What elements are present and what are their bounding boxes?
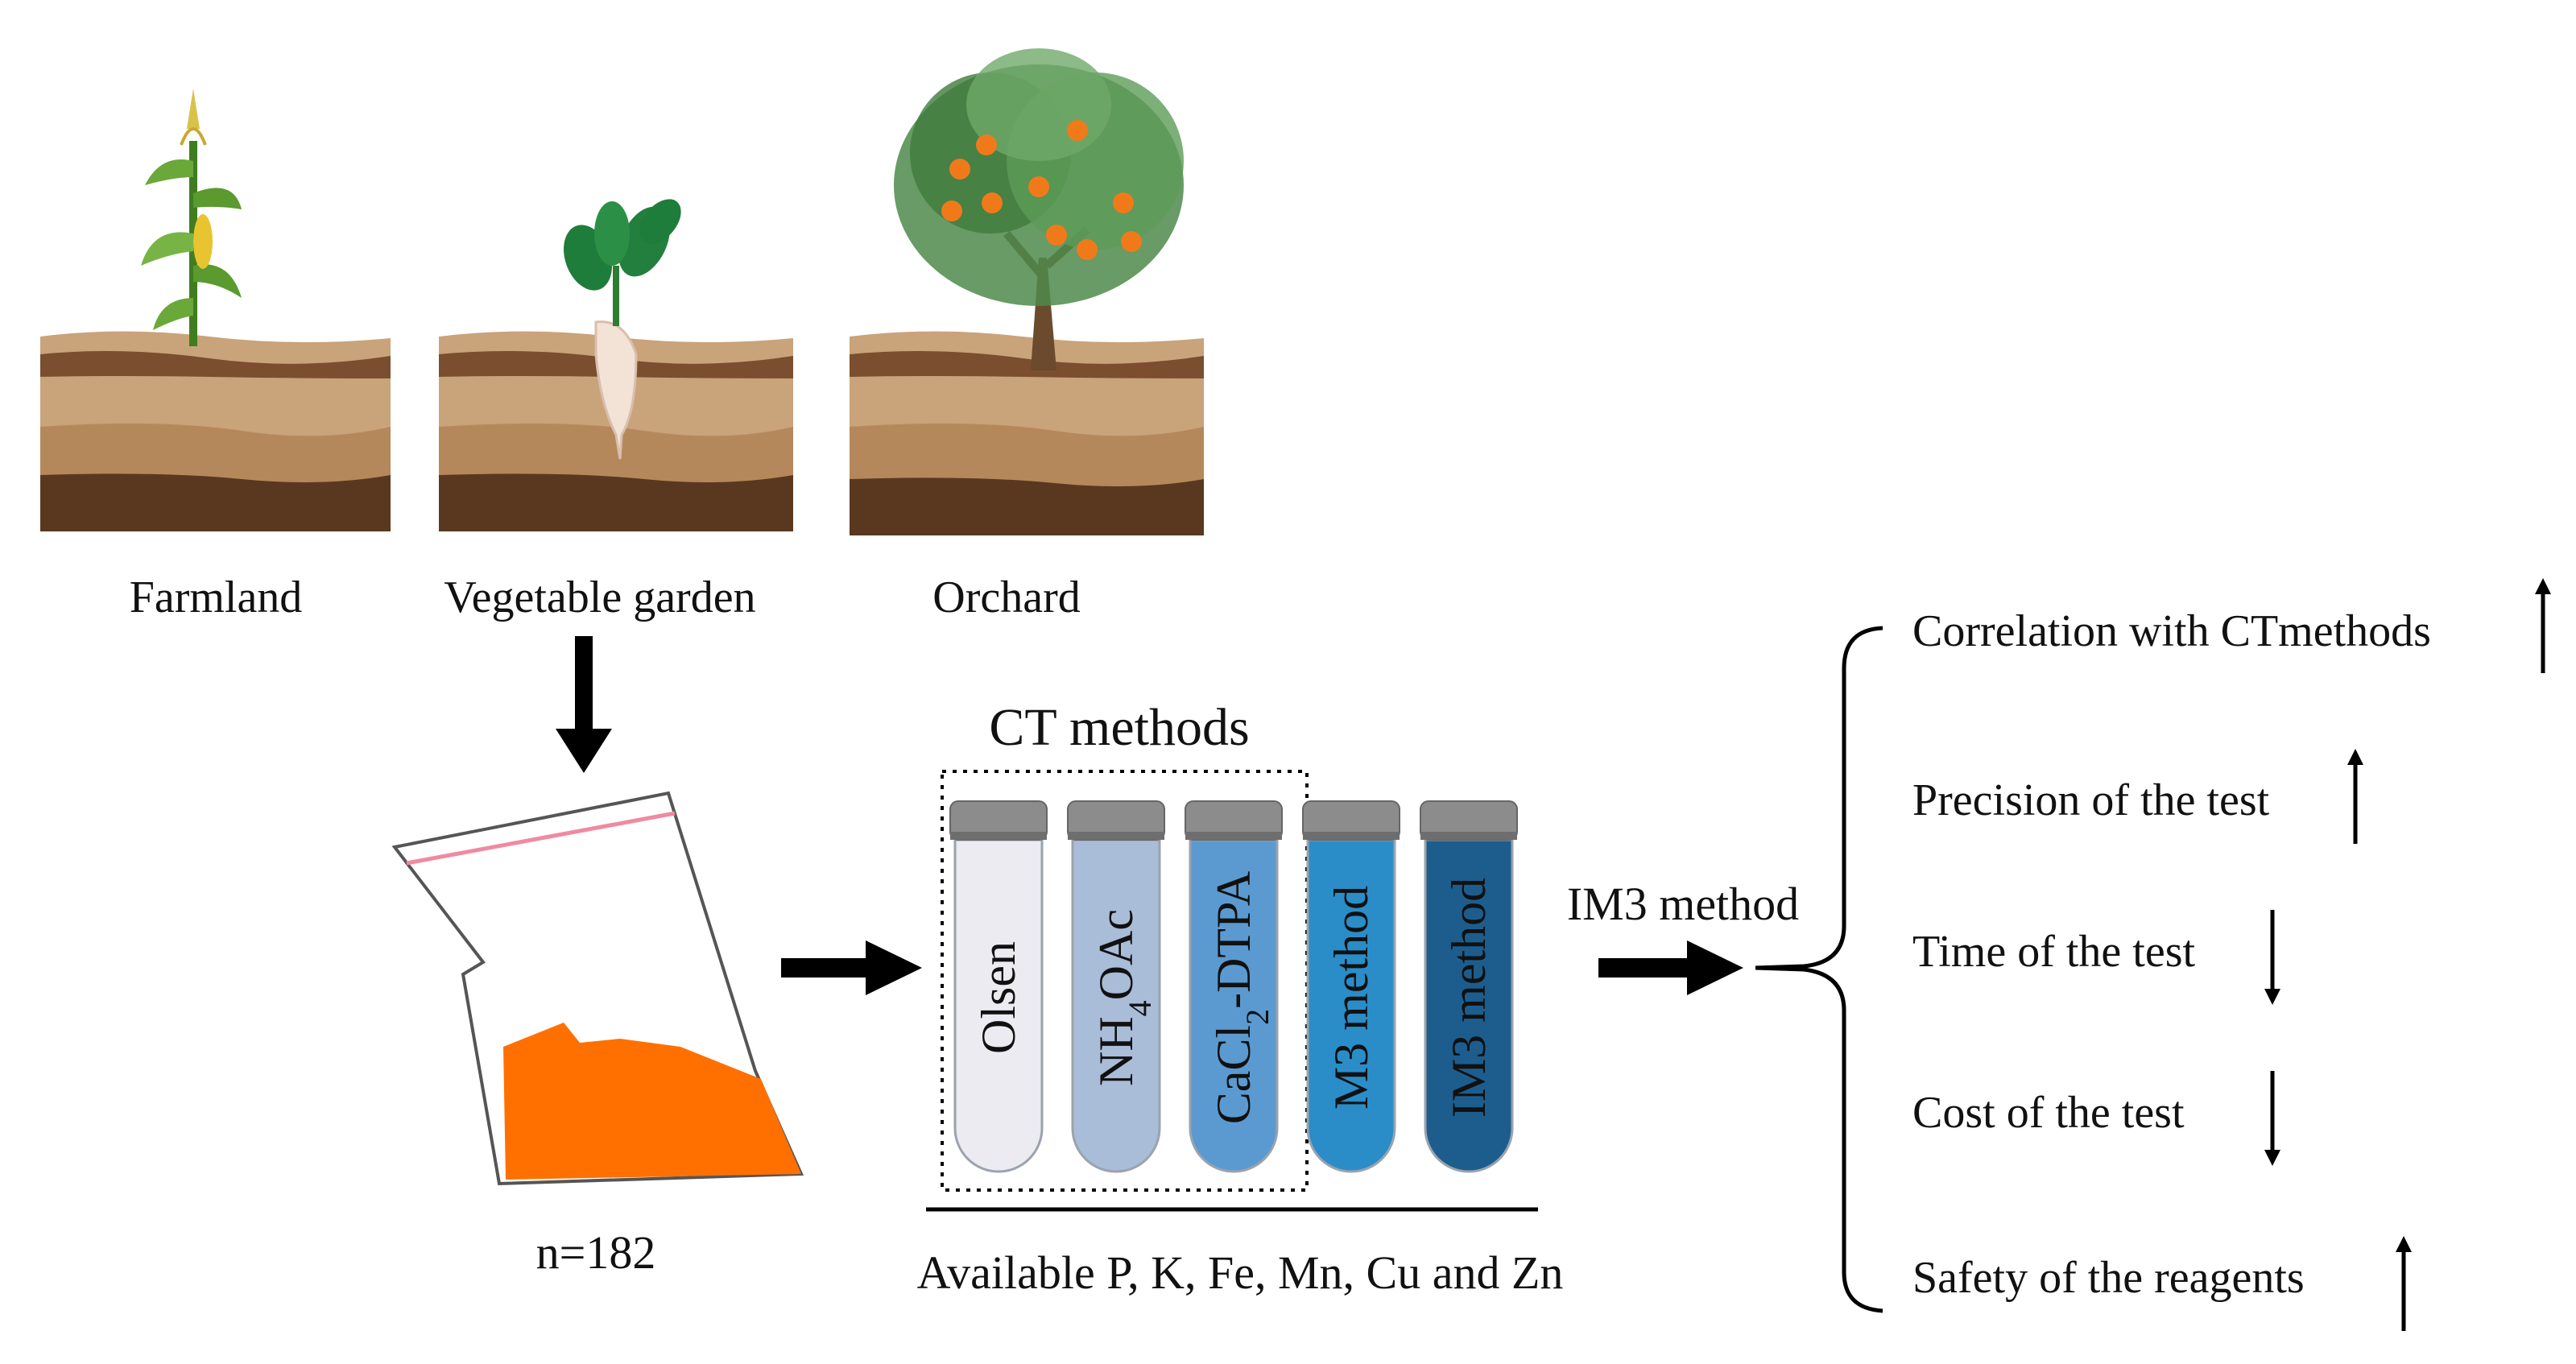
- tube-label-cacl2-dtpa: CaCl2-DTPA: [1207, 871, 1276, 1125]
- tube-label-base: Olsen: [972, 941, 1025, 1054]
- tube-label-tail: OAc: [1090, 909, 1143, 1000]
- analytes-label: Available P, K, Fe, Mn, Cu and Zn: [917, 1246, 1564, 1299]
- site-label-orchard: Orchard: [932, 572, 1080, 622]
- tube-nh4oac: NH4OAc: [1067, 800, 1165, 1173]
- sample-count-label: n=182: [536, 1226, 656, 1279]
- tube-body: [1071, 838, 1161, 1173]
- tube-label-olsen: Olsen: [972, 941, 1025, 1054]
- tube-cap-rim: [1420, 832, 1517, 840]
- orchard-soil-panel: [850, 48, 1204, 535]
- farmland-soil-panel: [40, 89, 391, 531]
- tube-label-base: IM3 method: [1442, 878, 1495, 1118]
- tube-body: [1189, 838, 1279, 1173]
- tube-body: [1424, 838, 1514, 1173]
- site-label-farmland: Farmland: [130, 572, 303, 622]
- tube-cacl2-dtpa: CaCl2-DTPA: [1185, 800, 1283, 1173]
- outcome-item: Precision of the test: [1912, 749, 2363, 844]
- tube-label-subscript: 4: [1122, 1000, 1158, 1016]
- site-label-vegetable-garden: Vegetable garden: [444, 572, 755, 622]
- soil-deep-layer: [850, 477, 1204, 535]
- soil-dark-band: [40, 351, 391, 378]
- outcome-brace: [1755, 626, 1883, 1313]
- tube-label-im3-method: IM3 method: [1442, 878, 1495, 1118]
- tube-body: [1306, 838, 1396, 1173]
- outcome-item: Cost of the test: [1912, 1071, 2280, 1166]
- tube-label-base: M3 method: [1325, 886, 1378, 1110]
- tube-label-base: CaCl: [1207, 1025, 1260, 1124]
- sample-bag-icon: [391, 791, 804, 1186]
- tube-cap-rim: [1068, 832, 1164, 840]
- tube-label-base: NH: [1090, 1016, 1143, 1086]
- tube-olsen: Olsen: [949, 800, 1048, 1173]
- soil-dark-band: [850, 351, 1204, 378]
- tube-label-subscript: 2: [1239, 1009, 1276, 1025]
- tube-label-m3-method: M3 method: [1325, 886, 1378, 1110]
- tube-body: [953, 838, 1044, 1173]
- down-arrow-icon: [556, 636, 612, 773]
- soil-deep-layer: [439, 473, 793, 531]
- ct-methods-title: CT methods: [989, 698, 1249, 757]
- vegetable-garden-soil-panel: [439, 199, 793, 531]
- right-arrow-icon: [781, 940, 922, 995]
- radish-icon: [564, 199, 681, 460]
- outcome-label: Time of the test: [1912, 927, 2195, 977]
- im3-method-label: IM3 method: [1567, 878, 1799, 930]
- ct-methods-bracket-box: [941, 770, 1309, 1192]
- tube-cap-rim: [1303, 832, 1400, 840]
- orange-tree-icon: [894, 48, 1184, 370]
- outcome-label: Precision of the test: [1912, 775, 2270, 825]
- corn-plant-icon: [141, 89, 242, 346]
- tube-m3-method: M3 method: [1302, 800, 1400, 1173]
- bag-seal: [406, 811, 676, 866]
- outcome-label: Cost of the test: [1912, 1088, 2185, 1138]
- outcome-item: Safety of the reagents: [1912, 1236, 2412, 1331]
- tube-label-tail: -DTPA: [1207, 871, 1260, 1009]
- tube-label-nh4oac: NH4OAc: [1090, 909, 1158, 1086]
- tube-cap-rim: [950, 832, 1047, 840]
- outcome-item: Correlation with CTmethods: [1912, 578, 2551, 673]
- soil-sample: [503, 1023, 801, 1180]
- outcome-label: Correlation with CTmethods: [1912, 606, 2431, 656]
- tube-im3-method: IM3 method: [1420, 800, 1518, 1173]
- outcome-item: Time of the test: [1912, 910, 2280, 1005]
- outcome-label: Safety of the reagents: [1912, 1253, 2305, 1303]
- tube-cap-rim: [1185, 832, 1282, 840]
- soil-deep-layer: [40, 473, 391, 531]
- right-arrow-icon: [1598, 940, 1743, 995]
